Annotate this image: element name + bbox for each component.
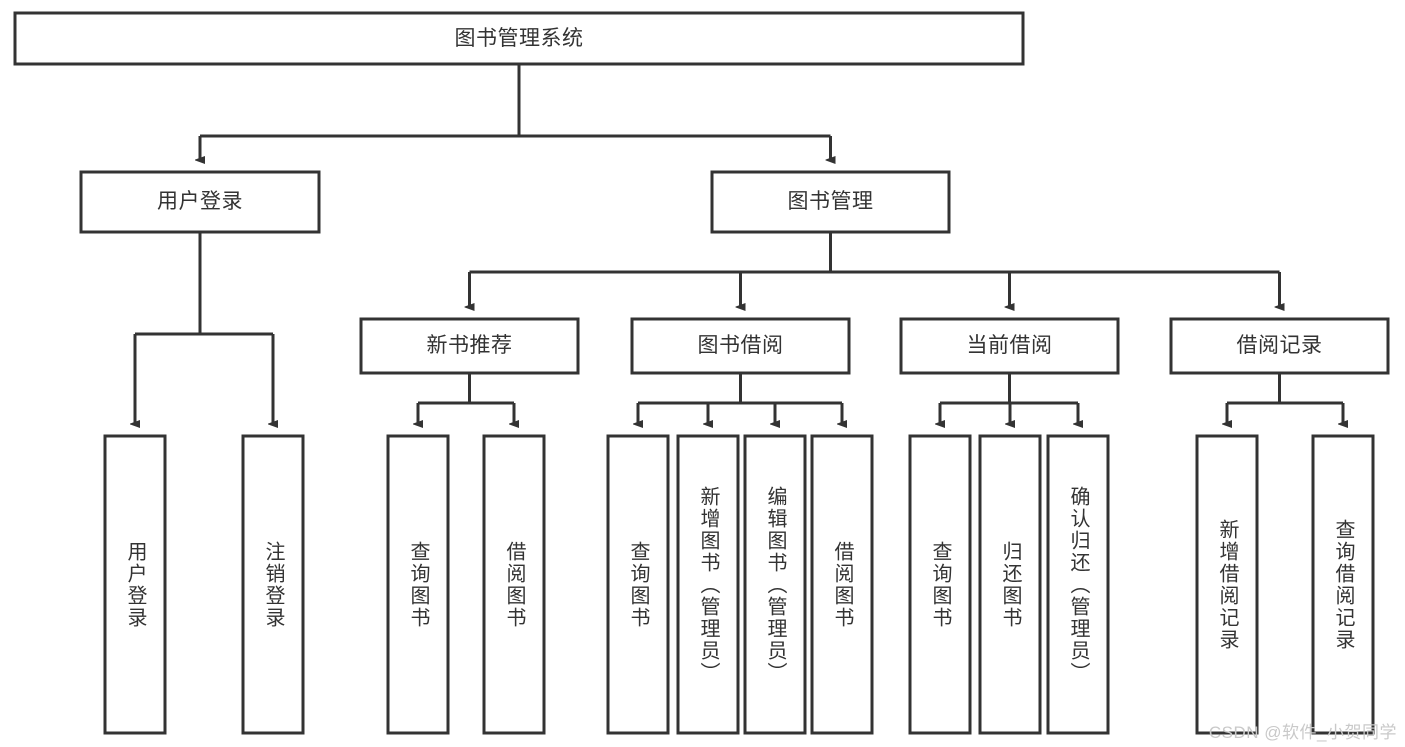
connector-lines-layer (135, 64, 1343, 424)
leaf-leaf-query-book-3[interactable] (908, 434, 972, 735)
leaf-leaf-borrow-book-2[interactable] (810, 434, 874, 735)
node-user-login[interactable] (79, 170, 321, 234)
leaf-leaf-add-record[interactable] (1195, 434, 1259, 735)
leaf-leaf-borrow-book-1[interactable] (482, 434, 546, 735)
leaf-leaf-query-record[interactable] (1311, 434, 1375, 735)
leaf-leaf-query-book-2[interactable] (606, 434, 670, 735)
leaf-leaf-confirm-return[interactable] (1046, 434, 1110, 735)
leaf-leaf-return-book[interactable] (978, 434, 1042, 735)
node-new-book-recommend[interactable] (359, 317, 580, 375)
leaf-leaf-add-book[interactable] (676, 434, 740, 735)
boxes-layer (13, 11, 1390, 735)
node-current-borrow[interactable] (899, 317, 1120, 375)
leaf-leaf-query-book-1[interactable] (386, 434, 450, 735)
node-book-borrow[interactable] (630, 317, 851, 375)
node-borrow-record[interactable] (1169, 317, 1390, 375)
node-root[interactable] (13, 11, 1025, 66)
leaf-leaf-edit-book[interactable] (743, 434, 807, 735)
node-book-management[interactable] (710, 170, 951, 234)
leaf-leaf-user-login[interactable] (103, 434, 167, 735)
watermark-text: CSDN @软件_小贺同学 (1208, 723, 1397, 742)
leaf-leaf-user-logout[interactable] (241, 434, 305, 735)
